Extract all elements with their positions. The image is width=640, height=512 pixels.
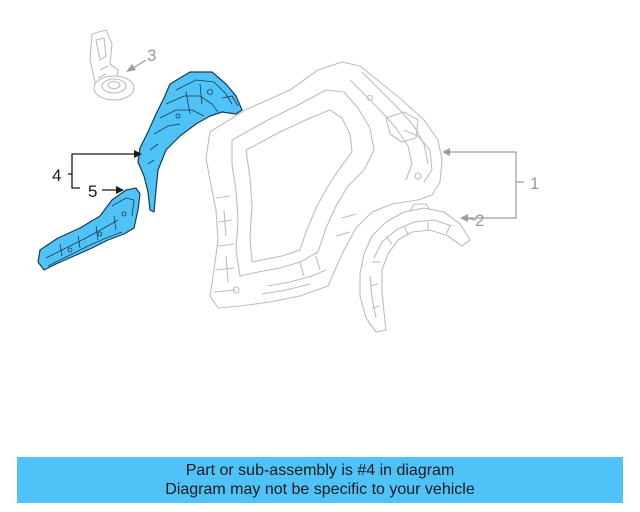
part-2-wheelhouse — [359, 203, 471, 333]
part-4-wheelhouse-inner-panel — [137, 71, 243, 213]
leader-lines — [68, 59, 524, 222]
part-3-bracket — [89, 29, 135, 101]
arrow-5 — [116, 186, 124, 194]
callout-3: 3 — [147, 46, 156, 65]
info-banner: Part or sub-assembly is #4 in diagram Di… — [17, 457, 623, 503]
callout-1: 1 — [530, 174, 539, 193]
banner-line-2: Diagram may not be specific to your vehi… — [165, 481, 475, 498]
callout-5: 5 — [88, 182, 97, 201]
callout-2: 2 — [475, 211, 484, 230]
leader-4 — [68, 153, 140, 189]
banner-line-1: Part or sub-assembly is #4 in diagram — [185, 462, 455, 479]
callout-4: 4 — [52, 166, 61, 185]
parts-diagram: 3 1 2 4 5 — [37, 29, 539, 333]
arrow-2 — [460, 214, 468, 222]
leader-1 — [446, 151, 524, 219]
arrow-1 — [442, 148, 450, 156]
part-5-lower-rail — [37, 187, 141, 271]
part-4-highlight — [137, 71, 243, 213]
part-1-quarter-panel — [205, 61, 443, 309]
arrow-3 — [126, 64, 136, 72]
arrow-4 — [134, 150, 142, 158]
